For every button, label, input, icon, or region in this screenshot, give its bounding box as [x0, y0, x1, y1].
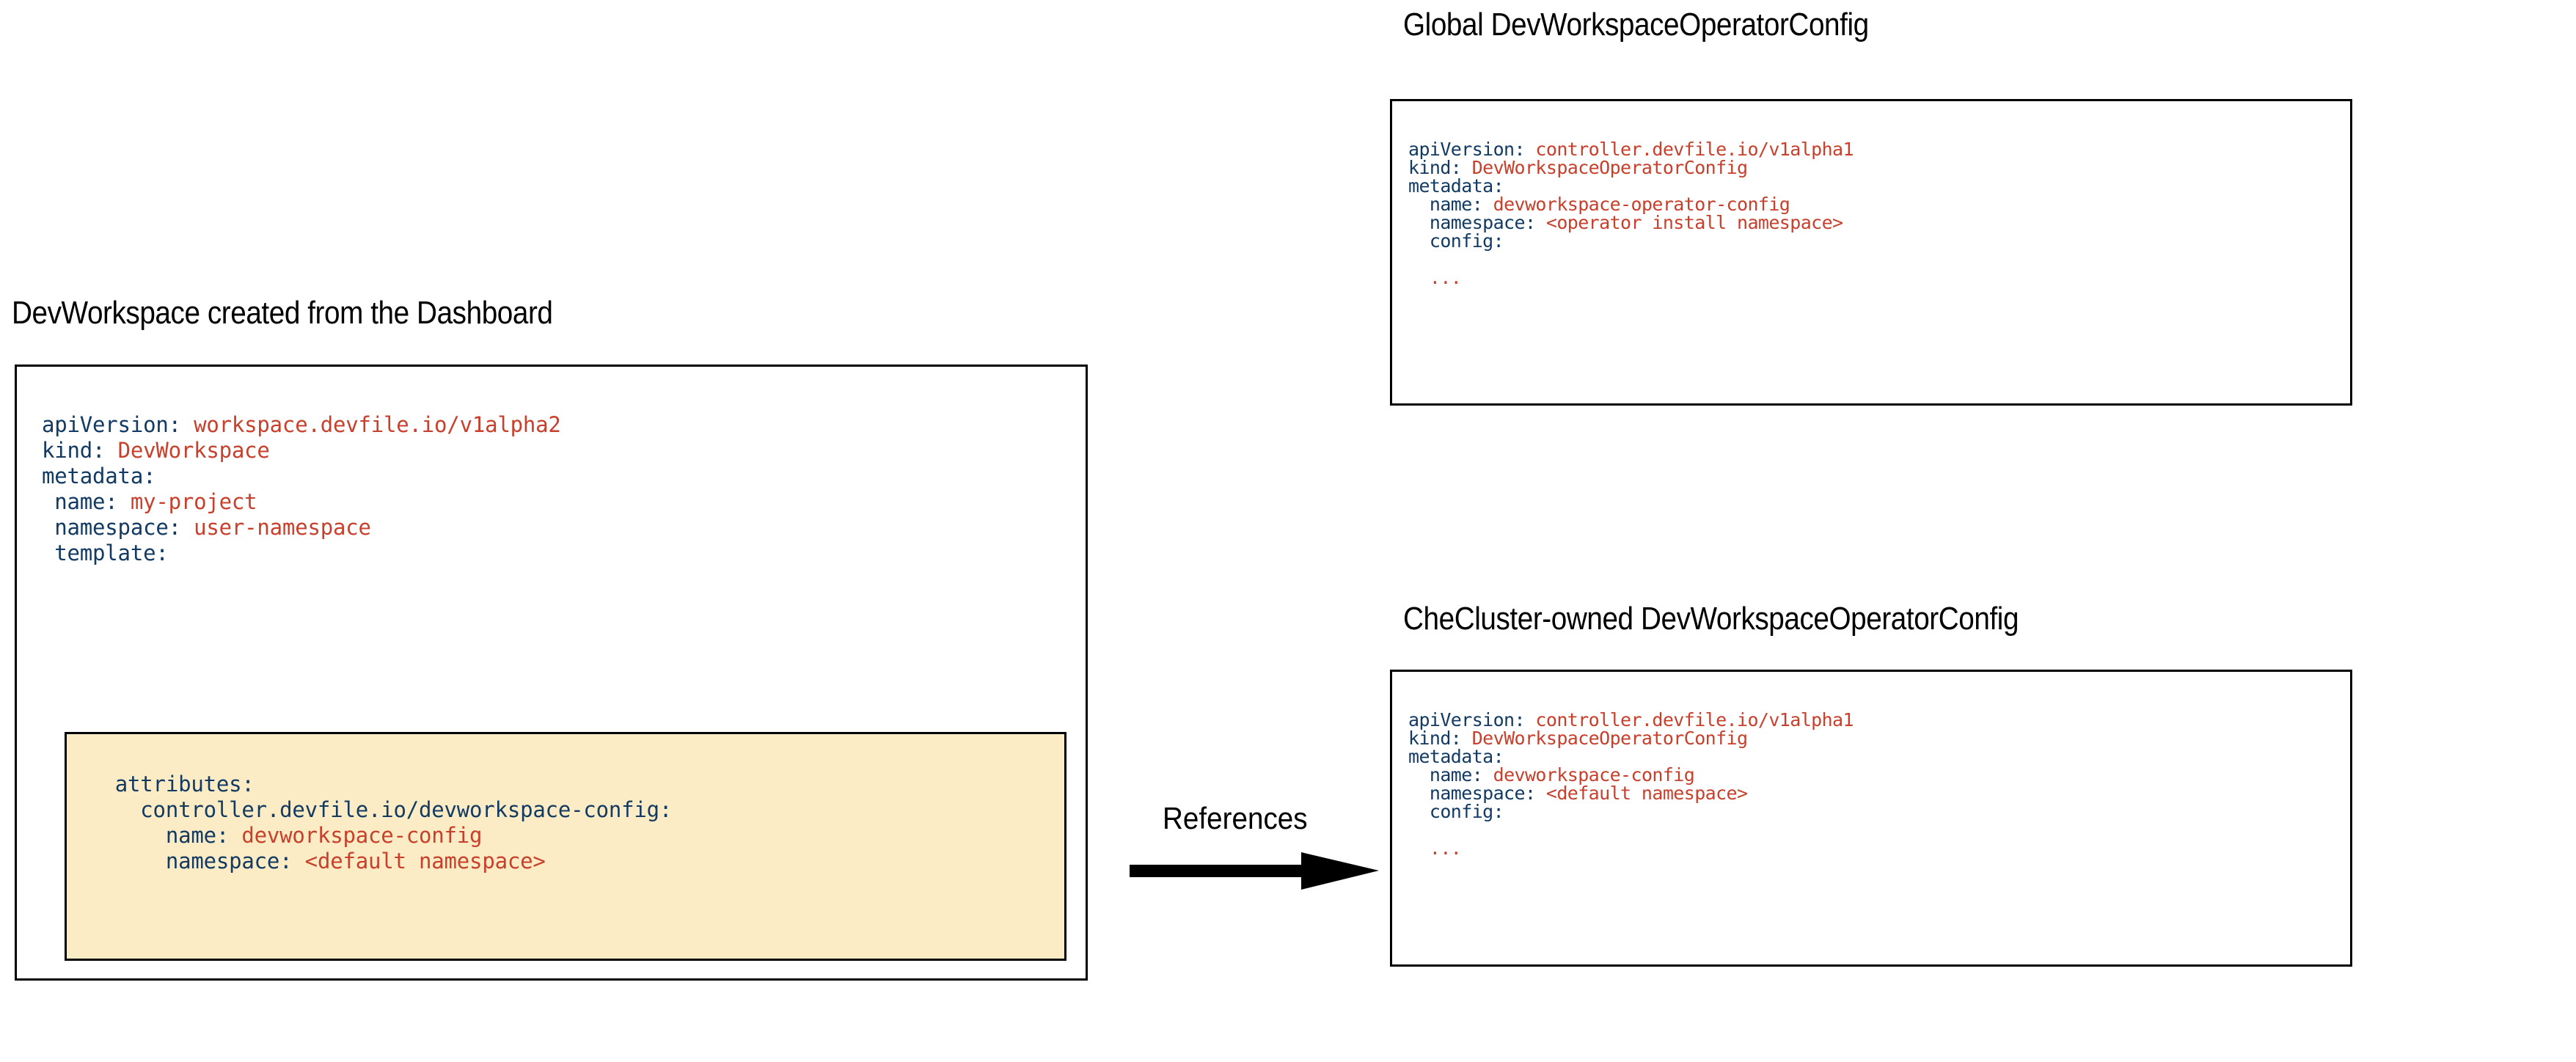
yaml-key: metadata:: [42, 464, 156, 488]
yaml-key: name:: [1408, 194, 1483, 215]
yaml-value: my-project: [117, 489, 257, 514]
yaml-line: apiVersion: controller.devfile.io/v1alph…: [1408, 709, 1854, 730]
yaml-line: namespace: <default namespace>: [1408, 783, 1748, 804]
yaml-value: controller.devfile.io/v1alpha1: [1524, 139, 1854, 160]
yaml-key: namespace:: [42, 515, 181, 540]
yaml-value: DevWorkspace: [105, 438, 270, 463]
yaml-key: controller.devfile.io/devworkspace-confi…: [77, 797, 673, 822]
yaml-key: kind:: [1408, 157, 1462, 178]
yaml-key: config:: [1408, 801, 1504, 822]
yaml-line: name: devworkspace-config: [77, 823, 483, 848]
yaml-value: devworkspace-operator-config: [1482, 194, 1790, 215]
yaml-key: name:: [1408, 764, 1483, 785]
yaml-line: metadata:: [1408, 746, 1504, 767]
yaml-line: kind: DevWorkspaceOperatorConfig: [1408, 728, 1748, 749]
devworkspace-config-attribute-highlight: attributes: controller.devfile.io/devwor…: [65, 732, 1066, 961]
yaml-line: name: devworkspace-config: [1408, 764, 1695, 785]
yaml-value: DevWorkspaceOperatorConfig: [1461, 728, 1748, 749]
yaml-key: name:: [77, 823, 230, 848]
yaml-key: [1408, 838, 1430, 859]
yaml-value: workspace.devfile.io/v1alpha2: [180, 412, 561, 437]
yaml-key: apiVersion:: [1408, 139, 1526, 160]
yaml-line: ...: [1408, 267, 1462, 288]
yaml-line: config:: [1408, 801, 1504, 822]
yaml-line: namespace: <default namespace>: [77, 849, 546, 874]
yaml-line: name: my-project: [42, 489, 257, 514]
yaml-line: apiVersion: controller.devfile.io/v1alph…: [1408, 139, 1854, 160]
yaml-key: apiVersion:: [42, 412, 181, 437]
yaml-value: user-namespace: [180, 515, 371, 540]
devworkspace-attributes-code: attributes: controller.devfile.io/devwor…: [77, 772, 673, 874]
checluster-dwoc-yaml-code: apiVersion: controller.devfile.io/v1alph…: [1408, 711, 1854, 857]
devworkspace-yaml-box: apiVersion: workspace.devfile.io/v1alpha…: [15, 365, 1088, 981]
yaml-value: <default namespace>: [1535, 783, 1748, 804]
yaml-key: attributes:: [77, 772, 255, 796]
yaml-value: <default namespace>: [292, 849, 546, 874]
yaml-value: controller.devfile.io/v1alpha1: [1524, 709, 1854, 730]
yaml-value: DevWorkspaceOperatorConfig: [1461, 157, 1748, 178]
yaml-key: namespace:: [1408, 783, 1536, 804]
yaml-line: ...: [1408, 838, 1462, 859]
references-label: References: [1163, 801, 1308, 835]
yaml-line: controller.devfile.io/devworkspace-confi…: [77, 797, 672, 822]
yaml-ellipsis: ...: [1429, 267, 1462, 288]
global-dwoc-yaml-box: apiVersion: controller.devfile.io/v1alph…: [1390, 99, 2352, 406]
yaml-line: namespace: <operator install namespace>: [1408, 212, 1843, 233]
yaml-value: devworkspace-config: [1482, 764, 1695, 785]
yaml-ellipsis: ...: [1429, 838, 1462, 859]
references-connector: References: [1130, 803, 1386, 906]
yaml-key: namespace:: [1408, 212, 1536, 233]
yaml-key: apiVersion:: [1408, 709, 1526, 730]
global-dwoc-yaml-code: apiVersion: controller.devfile.io/v1alph…: [1408, 140, 1854, 287]
yaml-line: name: devworkspace-operator-config: [1408, 194, 1790, 215]
yaml-key: namespace:: [77, 849, 293, 874]
yaml-line: metadata:: [1408, 175, 1504, 197]
yaml-line: namespace: user-namespace: [42, 515, 371, 540]
checluster-dwoc-yaml-box: apiVersion: controller.devfile.io/v1alph…: [1390, 670, 2352, 967]
yaml-key: metadata:: [1408, 175, 1504, 197]
checluster-panel-title: CheCluster-owned DevWorkspaceOperatorCon…: [1403, 601, 2019, 637]
devworkspace-yaml-code: apiVersion: workspace.devfile.io/v1alpha…: [42, 412, 561, 566]
devworkspace-panel-title: DevWorkspace created from the Dashboard: [12, 295, 553, 331]
yaml-key: [1408, 267, 1430, 288]
yaml-key: metadata:: [1408, 746, 1504, 767]
yaml-value: devworkspace-config: [229, 823, 483, 848]
arrow-right-icon: [1130, 852, 1379, 890]
yaml-key: kind:: [42, 438, 106, 463]
yaml-value: <operator install namespace>: [1535, 212, 1843, 233]
yaml-line: kind: DevWorkspace: [42, 438, 270, 463]
yaml-key: kind:: [1408, 728, 1462, 749]
yaml-key: template:: [42, 541, 169, 565]
yaml-key: name:: [42, 489, 118, 514]
global-panel-title: Global DevWorkspaceOperatorConfig: [1403, 7, 1869, 43]
yaml-line: template:: [42, 541, 169, 565]
yaml-line: kind: DevWorkspaceOperatorConfig: [1408, 157, 1748, 178]
yaml-line: apiVersion: workspace.devfile.io/v1alpha…: [42, 412, 561, 437]
yaml-line: config:: [1408, 230, 1504, 252]
yaml-key: config:: [1408, 230, 1504, 252]
yaml-line: attributes:: [77, 772, 255, 796]
yaml-line: metadata:: [42, 464, 156, 488]
